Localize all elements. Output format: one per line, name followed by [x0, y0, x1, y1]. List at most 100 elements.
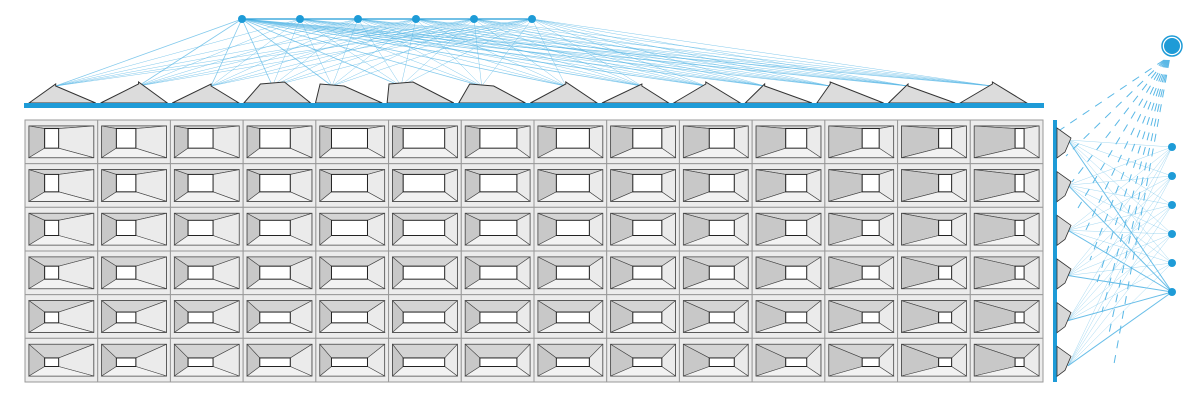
window-opening — [708, 311, 735, 324]
link-line — [1067, 204, 1173, 276]
link-line — [272, 18, 417, 87]
link-line — [241, 18, 402, 87]
link-line — [531, 18, 909, 87]
link-line — [241, 18, 909, 87]
window-opening — [330, 128, 368, 149]
top-node — [528, 15, 536, 23]
window-opening — [938, 219, 953, 237]
side-module — [1056, 170, 1072, 203]
window-opening — [1014, 173, 1025, 193]
link-line — [473, 18, 642, 87]
link-line — [1067, 262, 1173, 321]
link-line — [1067, 139, 1173, 235]
window-opening — [785, 173, 808, 193]
link-line — [138, 18, 417, 87]
window-opening — [330, 173, 368, 193]
link-line — [531, 18, 993, 87]
window-opening — [402, 128, 446, 149]
window-opening — [259, 311, 291, 324]
window-opening — [187, 128, 214, 149]
roof-module — [671, 81, 743, 104]
link-line — [1067, 233, 1173, 276]
side-modules — [1056, 127, 1072, 378]
window-opening — [187, 219, 214, 237]
sun-ray — [1101, 59, 1169, 313]
window-opening — [861, 128, 880, 149]
link-line — [1067, 233, 1173, 366]
roof-bar — [24, 103, 1044, 108]
sun-rays — [1059, 59, 1170, 365]
window-opening — [330, 265, 368, 280]
sun-icon — [1164, 38, 1180, 54]
link-line — [1067, 146, 1173, 186]
top-node — [354, 15, 362, 23]
window-opening — [1014, 357, 1025, 368]
window-opening — [632, 219, 663, 237]
sun-ray — [1083, 59, 1167, 235]
link-line — [1067, 262, 1173, 276]
window-opening — [259, 128, 291, 149]
link-line — [1067, 139, 1173, 148]
window-opening — [785, 311, 808, 324]
link-line — [531, 18, 765, 87]
link-line — [138, 18, 301, 87]
window-opening — [259, 219, 291, 237]
link-line — [357, 18, 482, 87]
link-line — [1067, 175, 1173, 366]
window-opening — [187, 265, 214, 280]
window-opening — [785, 219, 808, 237]
roof-module — [887, 82, 956, 104]
link-line — [1067, 175, 1173, 231]
window-opening — [44, 173, 60, 193]
link-line — [1067, 229, 1173, 293]
window-opening — [861, 265, 880, 280]
link-line — [400, 18, 475, 87]
window-opening — [861, 357, 880, 368]
window-opening — [115, 173, 137, 193]
roof-modules — [27, 81, 1029, 104]
side-module — [1056, 345, 1072, 378]
window-opening — [44, 219, 60, 237]
sun-ray — [1107, 59, 1170, 339]
link-line — [357, 18, 402, 87]
link-line — [138, 18, 243, 87]
window-opening — [861, 219, 880, 237]
right-node — [1168, 230, 1176, 238]
nodes — [238, 15, 1183, 296]
window-opening — [187, 357, 214, 368]
window-opening — [1014, 311, 1025, 324]
link-line — [210, 18, 359, 87]
link-line — [415, 18, 482, 87]
side-link-network — [1067, 139, 1173, 367]
window-opening — [555, 128, 590, 149]
side-bar — [1053, 120, 1057, 382]
window-opening — [555, 173, 590, 193]
link-line — [473, 18, 482, 87]
window-opening — [115, 128, 137, 149]
link-line — [1067, 139, 1173, 264]
link-line — [1067, 175, 1173, 276]
roof-module — [530, 81, 599, 104]
link-line — [299, 18, 402, 87]
link-line — [210, 18, 243, 87]
top-node — [412, 15, 420, 23]
link-line — [299, 18, 482, 87]
roof-module — [457, 83, 526, 104]
window-opening — [44, 311, 60, 324]
window-opening — [479, 128, 518, 149]
link-line — [1067, 146, 1173, 366]
window-opening — [1014, 219, 1025, 237]
window-opening — [330, 357, 368, 368]
window-opening — [632, 128, 663, 149]
link-line — [1067, 146, 1173, 321]
window-opening — [479, 311, 518, 324]
link-line — [357, 18, 706, 87]
sun-ray — [1059, 59, 1165, 131]
window-opening — [479, 173, 518, 193]
window-opening — [115, 219, 137, 237]
link-line — [1067, 184, 1173, 293]
window-opening — [785, 265, 808, 280]
link-line — [138, 18, 533, 87]
top-node — [470, 15, 478, 23]
